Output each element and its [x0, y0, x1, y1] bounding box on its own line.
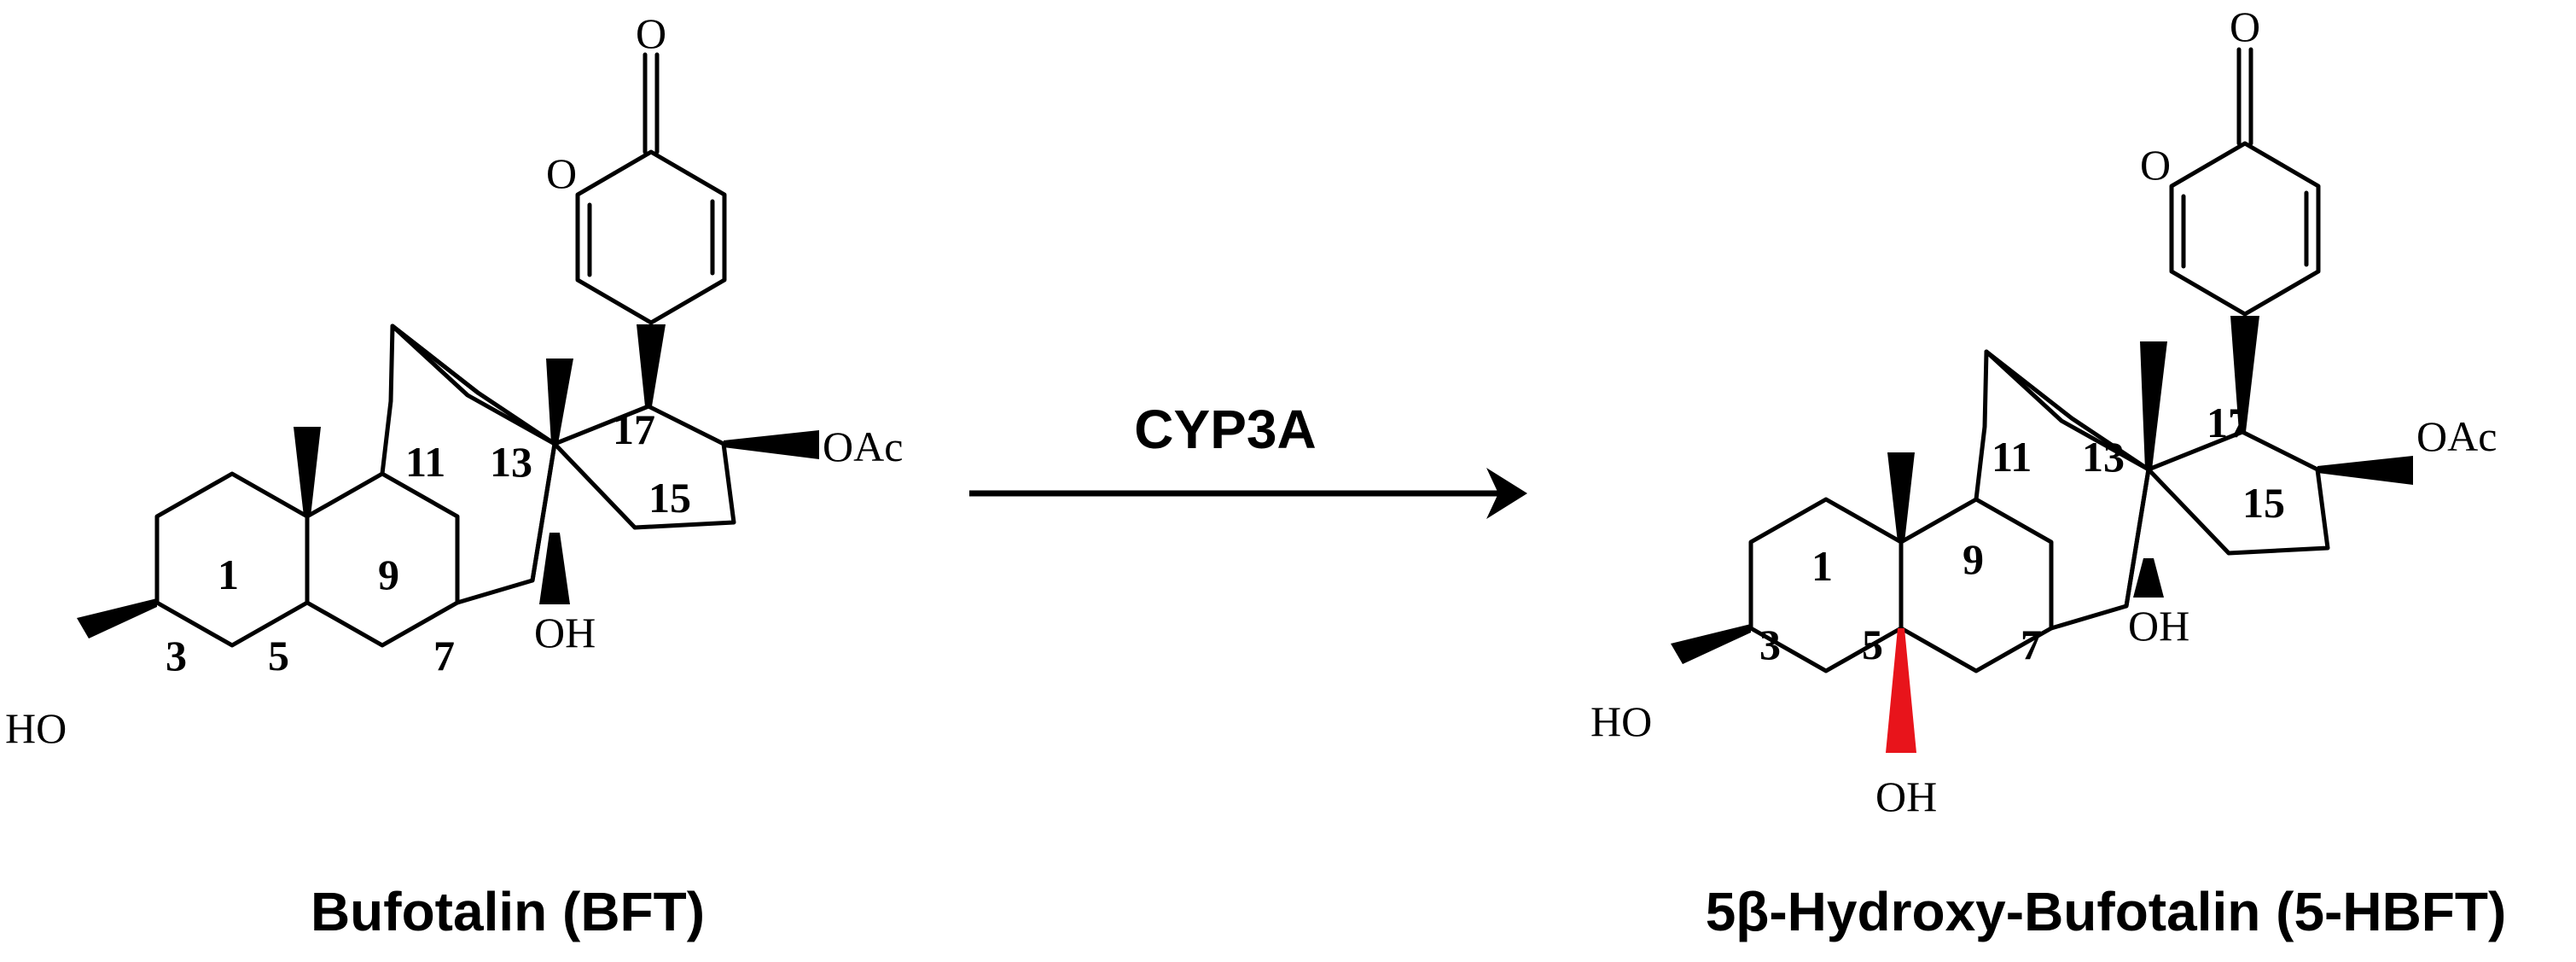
5-hbft-atom-labels: O O OAc OH HO OH — [1590, 3, 2497, 820]
position-7: 7 — [2021, 621, 2042, 668]
pyranone-carbonyl-bonds — [643, 52, 660, 155]
bufotalin-bonds — [77, 52, 819, 648]
position-17: 17 — [2207, 399, 2249, 446]
oac-label: OAc — [2416, 412, 2497, 460]
ring-oxygen-label: O — [2140, 141, 2171, 189]
position-1: 1 — [1811, 542, 1833, 590]
c14-oh-wedge — [2133, 558, 2164, 598]
carbonyl-oxygen-label: O — [636, 9, 666, 57]
5-hbft-position-numbers: 1 3 5 7 9 11 13 15 17 — [1759, 399, 2285, 668]
position-13: 13 — [490, 438, 532, 486]
5-hbft-structure: O O OAc OH HO OH 1 3 5 7 9 11 13 15 17 — [1590, 3, 2497, 820]
pyranone-ring-bonds — [2169, 162, 2321, 317]
c17-lactone-wedge — [637, 324, 666, 406]
position-13: 13 — [2082, 433, 2125, 481]
c16-oac-wedge — [2317, 456, 2413, 485]
position-11: 11 — [1992, 433, 2032, 481]
c3-ho-wedge — [77, 598, 157, 638]
5-hbft-bonds — [1671, 47, 2413, 753]
substrate-name: Bufotalin (BFT) — [311, 881, 705, 942]
c14-oh-label: OH — [534, 609, 596, 656]
bufotalin-atom-labels: O O OAc OH HO — [5, 9, 903, 752]
position-3: 3 — [166, 632, 187, 679]
ring-c-inner-bonds — [1984, 349, 2151, 609]
pyranone-ring-bonds — [575, 171, 727, 325]
ring-b-bonds — [305, 471, 460, 648]
c16-oac-wedge — [724, 430, 819, 459]
carbonyl-oxygen-label: O — [2230, 3, 2260, 50]
arrow-head — [1486, 468, 1527, 519]
c14-oh-wedge — [539, 533, 570, 604]
c3-ho-label: HO — [5, 704, 67, 752]
position-5: 5 — [268, 632, 289, 679]
reaction-arrow: CYP3A — [969, 399, 1527, 519]
position-3: 3 — [1759, 621, 1781, 668]
c5-oh-label: OH — [1875, 773, 1937, 820]
c3-ho-label: HO — [1590, 697, 1652, 745]
c13-methyl-wedge — [546, 359, 573, 444]
ring-d-bonds — [552, 404, 736, 530]
bufotalin-structure: O O OAc OH HO 1 3 5 7 9 11 13 15 17 — [5, 9, 903, 752]
position-17: 17 — [613, 405, 655, 453]
position-9: 9 — [378, 551, 399, 598]
ring-oxygen-label: O — [546, 149, 577, 197]
c5-oh-wedge — [1886, 628, 1916, 753]
pyranone-double-bonds — [2181, 141, 2309, 269]
position-7: 7 — [433, 632, 455, 679]
position-15: 15 — [648, 474, 691, 522]
pyranone-carbonyl-bonds — [2236, 47, 2253, 146]
oac-label: OAc — [823, 423, 903, 470]
ring-c-inner-bonds — [390, 324, 557, 583]
c13-methyl-wedge — [2140, 341, 2167, 469]
bufotalin-position-numbers: 1 3 5 7 9 11 13 15 17 — [166, 405, 691, 679]
ring-c-bonds — [1974, 349, 2151, 631]
c17-lactone-wedge — [2230, 316, 2259, 432]
position-1: 1 — [218, 551, 239, 598]
product-name: 5β-Hydroxy-Bufotalin (5-HBFT) — [1706, 881, 2507, 942]
c10-methyl-wedge — [1887, 452, 1915, 542]
ring-b-bonds — [1899, 497, 2054, 673]
enzyme-label: CYP3A — [1134, 399, 1316, 460]
c3-ho-wedge — [1671, 624, 1751, 664]
position-5: 5 — [1862, 621, 1883, 668]
position-9: 9 — [1963, 535, 1984, 583]
pyranone-double-bonds — [587, 149, 715, 277]
c10-methyl-wedge — [294, 427, 321, 516]
position-11: 11 — [405, 438, 445, 486]
position-15: 15 — [2242, 479, 2285, 527]
ring-d-bonds — [2146, 429, 2330, 556]
c14-oh-label: OH — [2128, 602, 2189, 650]
